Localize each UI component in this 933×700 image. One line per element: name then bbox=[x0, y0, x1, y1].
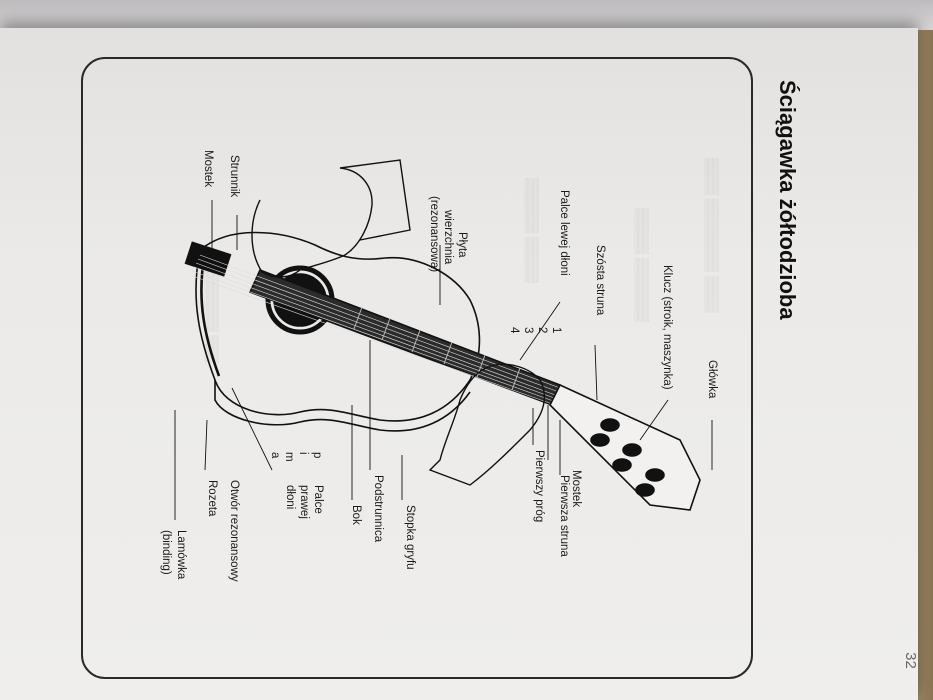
label-mostek-right: Mostek bbox=[570, 470, 582, 508]
label-podstrunnica: Podstrunnica bbox=[372, 475, 384, 543]
label-finger-p: p bbox=[311, 452, 323, 459]
label-palce-lewej: Palce lewej dłoni bbox=[558, 190, 570, 276]
label-lamowka-2: (binding) bbox=[160, 530, 172, 575]
label-plyta-1: Płyta bbox=[456, 232, 468, 258]
label-pierwsza-struna: Pierwsza struna bbox=[558, 475, 570, 557]
page-top-shadow bbox=[0, 0, 933, 30]
label-finger-1: 1 bbox=[550, 327, 562, 334]
tuners bbox=[590, 418, 665, 497]
label-palce-prawej-3: dłoni bbox=[284, 485, 296, 510]
right-hand bbox=[251, 159, 411, 278]
diagram-frame bbox=[81, 57, 753, 679]
label-finger-2: 2 bbox=[536, 327, 548, 334]
label-strunnik: Strunnik bbox=[228, 155, 240, 198]
label-finger-3: 3 bbox=[522, 327, 534, 334]
label-rozeta: Rozeta bbox=[206, 480, 218, 517]
label-otwor: Otwór rezonansowy bbox=[228, 480, 240, 582]
label-bok: Bok bbox=[350, 505, 362, 525]
label-finger-a: a bbox=[269, 452, 281, 459]
label-plyta-2: wierzchnia bbox=[442, 210, 454, 265]
strings bbox=[189, 254, 561, 406]
label-finger-m: m bbox=[283, 452, 295, 462]
label-finger-i: i bbox=[297, 452, 309, 455]
label-plyta-3: (rezonansowa) bbox=[428, 196, 440, 273]
label-lamowka-1: Lamówka bbox=[175, 530, 187, 580]
label-szosta-struna: Szósta struna bbox=[594, 245, 606, 316]
label-finger-4: 4 bbox=[508, 327, 520, 334]
label-stopka: Stopka gryfu bbox=[404, 505, 416, 570]
left-hand bbox=[428, 363, 546, 486]
label-mostek-left: Mostek bbox=[202, 150, 214, 188]
label-pierwszy-prog: Pierwszy próg bbox=[533, 450, 545, 523]
label-palce-prawej-1: Palce bbox=[312, 485, 324, 514]
label-glowka: Główka bbox=[706, 360, 718, 399]
label-klucz: Klucz (stroik, maszynka) bbox=[661, 265, 673, 390]
guitar-body-outline bbox=[195, 231, 481, 422]
guitar-side bbox=[214, 380, 471, 432]
label-palce-prawej-2: prawej bbox=[298, 485, 310, 519]
leader-lines bbox=[174, 200, 713, 520]
bridge bbox=[184, 241, 232, 277]
